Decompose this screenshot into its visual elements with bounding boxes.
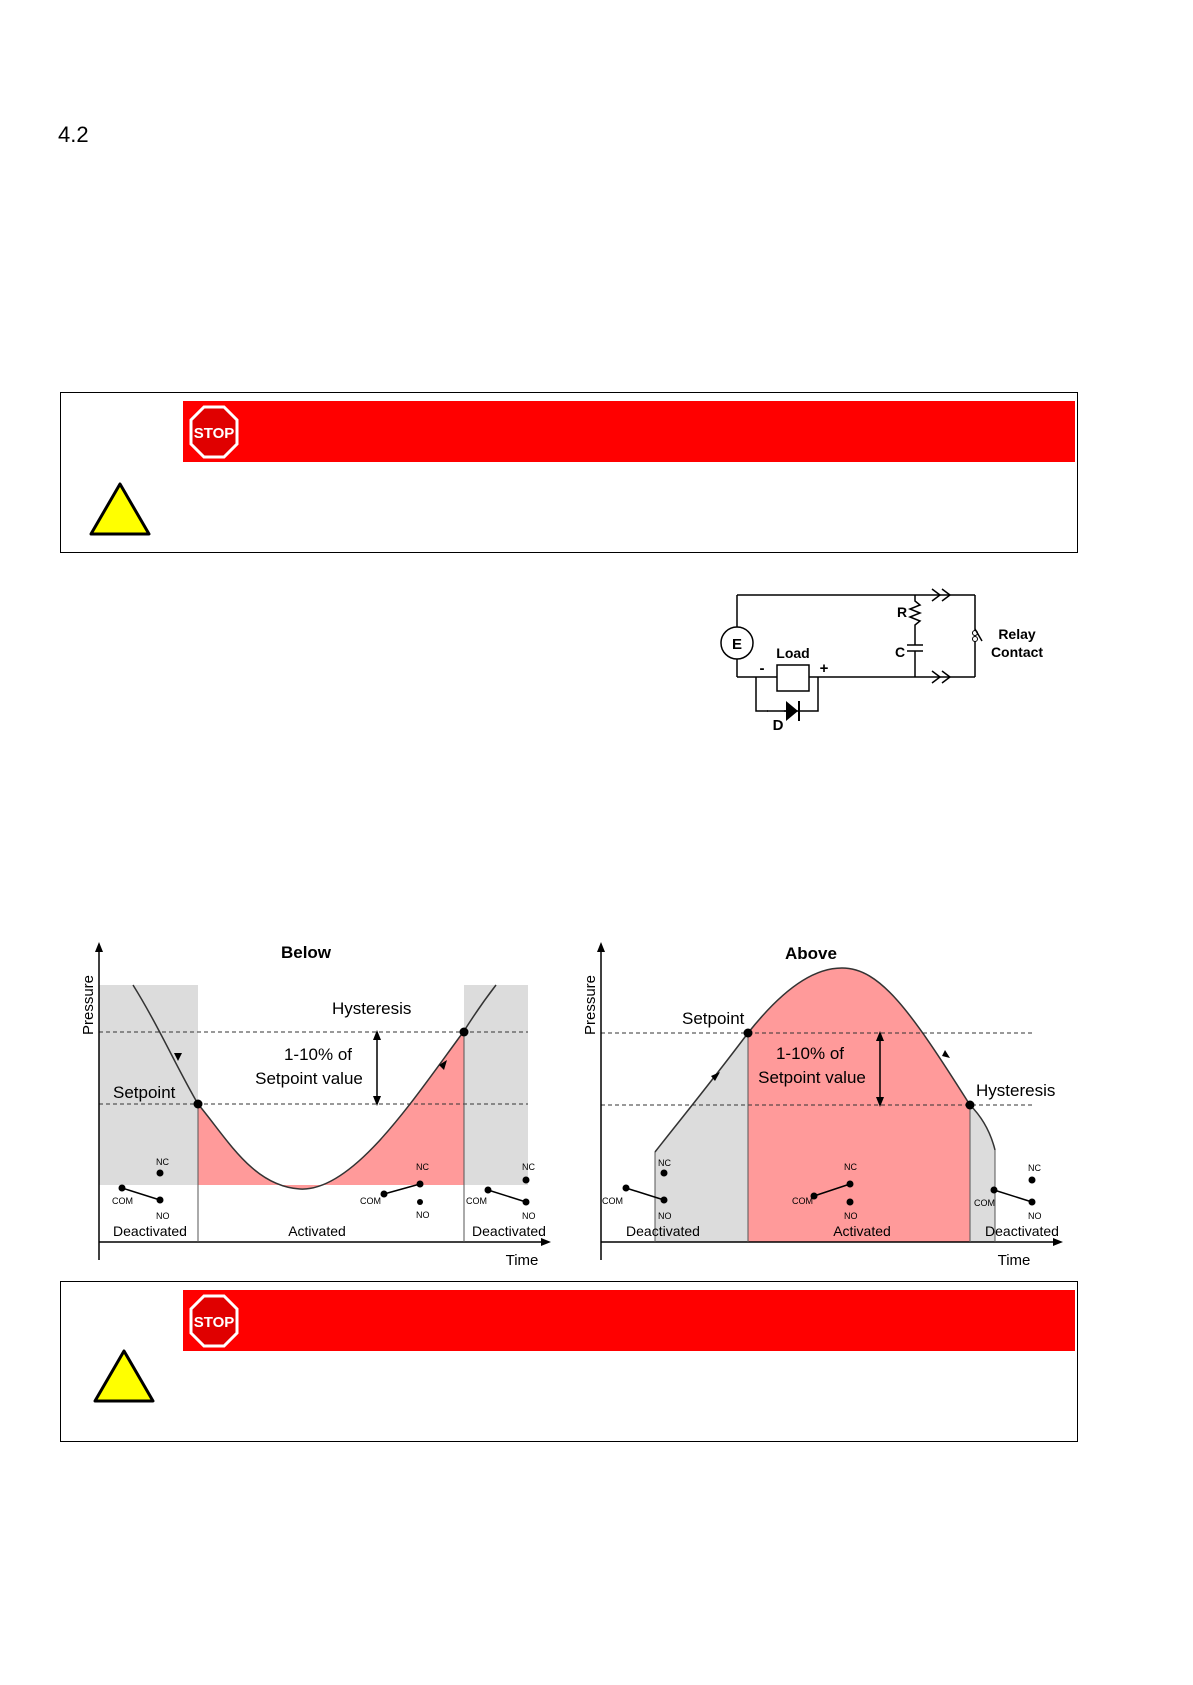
band-label-line2: Setpoint value bbox=[758, 1068, 866, 1087]
no-label: NO bbox=[1028, 1211, 1042, 1221]
diagram-title: Below bbox=[281, 943, 332, 962]
nc-label: NC bbox=[416, 1162, 429, 1172]
no-label: NO bbox=[156, 1211, 170, 1221]
zone-deactivated-right: Deactivated bbox=[985, 1223, 1059, 1239]
band-label-line2: Setpoint value bbox=[255, 1069, 363, 1088]
warning-box-1: STOP bbox=[60, 392, 1078, 553]
warning-box-2: STOP bbox=[60, 1281, 1078, 1442]
stop-banner: STOP bbox=[183, 1290, 1075, 1351]
hysteresis-label: Hysteresis bbox=[976, 1081, 1055, 1100]
nc-label: NC bbox=[658, 1158, 671, 1168]
diode-label: D bbox=[773, 717, 784, 734]
section-number: 4.2 bbox=[58, 122, 89, 147]
capacitor-label: C bbox=[895, 644, 905, 660]
nc-label: NC bbox=[522, 1162, 535, 1172]
relay-label-line1: Relay bbox=[998, 626, 1036, 642]
band-label-line1: 1-10% of bbox=[776, 1044, 844, 1063]
no-label: NO bbox=[522, 1211, 536, 1221]
hysteresis-label: Hysteresis bbox=[332, 999, 411, 1018]
band-label-line1: 1-10% of bbox=[284, 1045, 352, 1064]
stop-sign-icon: STOP bbox=[189, 1294, 239, 1348]
stop-banner: STOP bbox=[183, 401, 1075, 462]
load-label: Load bbox=[776, 645, 809, 661]
setpoint-label: Setpoint bbox=[113, 1083, 176, 1102]
nc-label: NC bbox=[1028, 1163, 1041, 1173]
no-label: NO bbox=[658, 1211, 672, 1221]
zone-deactivated-right: Deactivated bbox=[472, 1223, 546, 1239]
resistor-label: R bbox=[897, 604, 907, 620]
nc-label: NC bbox=[844, 1162, 857, 1172]
com-label: COM bbox=[602, 1196, 623, 1206]
zone-deactivated-left: Deactivated bbox=[626, 1223, 700, 1239]
switching-diagram-above: COM NC NO COM NC NO COM NC NO Above Pres… bbox=[582, 942, 1063, 1269]
zone-activated: Activated bbox=[288, 1223, 346, 1239]
suppression-circuit-diagram: E Load - + D R C Relay Contact bbox=[720, 588, 1043, 734]
load-minus-label: - bbox=[760, 660, 765, 677]
no-label: NO bbox=[844, 1211, 858, 1221]
x-axis-label: Time bbox=[998, 1252, 1031, 1269]
caution-triangle-icon bbox=[89, 482, 151, 536]
com-label: COM bbox=[466, 1196, 487, 1206]
stop-sign-icon: STOP bbox=[189, 405, 239, 459]
stop-sign-label: STOP bbox=[194, 1314, 235, 1331]
source-label: E bbox=[732, 636, 742, 653]
nc-label: NC bbox=[156, 1157, 169, 1167]
com-label: COM bbox=[792, 1196, 813, 1206]
com-label: COM bbox=[974, 1198, 995, 1208]
diagram-title: Above bbox=[785, 944, 837, 963]
zone-deactivated-left: Deactivated bbox=[113, 1223, 187, 1239]
switching-diagram-below: COM NC NO COM NC NO COM NC NO Below Pres… bbox=[80, 942, 551, 1269]
x-axis-label: Time bbox=[506, 1252, 539, 1269]
caution-triangle-icon bbox=[93, 1349, 155, 1403]
zone-activated: Activated bbox=[833, 1223, 891, 1239]
load-plus-label: + bbox=[820, 660, 829, 677]
stop-sign-label: STOP bbox=[194, 425, 235, 442]
relay-label-line2: Contact bbox=[991, 644, 1043, 660]
y-axis-label: Pressure bbox=[80, 975, 97, 1035]
setpoint-label: Setpoint bbox=[682, 1009, 745, 1028]
com-label: COM bbox=[360, 1196, 381, 1206]
no-label: NO bbox=[416, 1210, 430, 1220]
y-axis-label: Pressure bbox=[582, 975, 599, 1035]
com-label: COM bbox=[112, 1196, 133, 1206]
